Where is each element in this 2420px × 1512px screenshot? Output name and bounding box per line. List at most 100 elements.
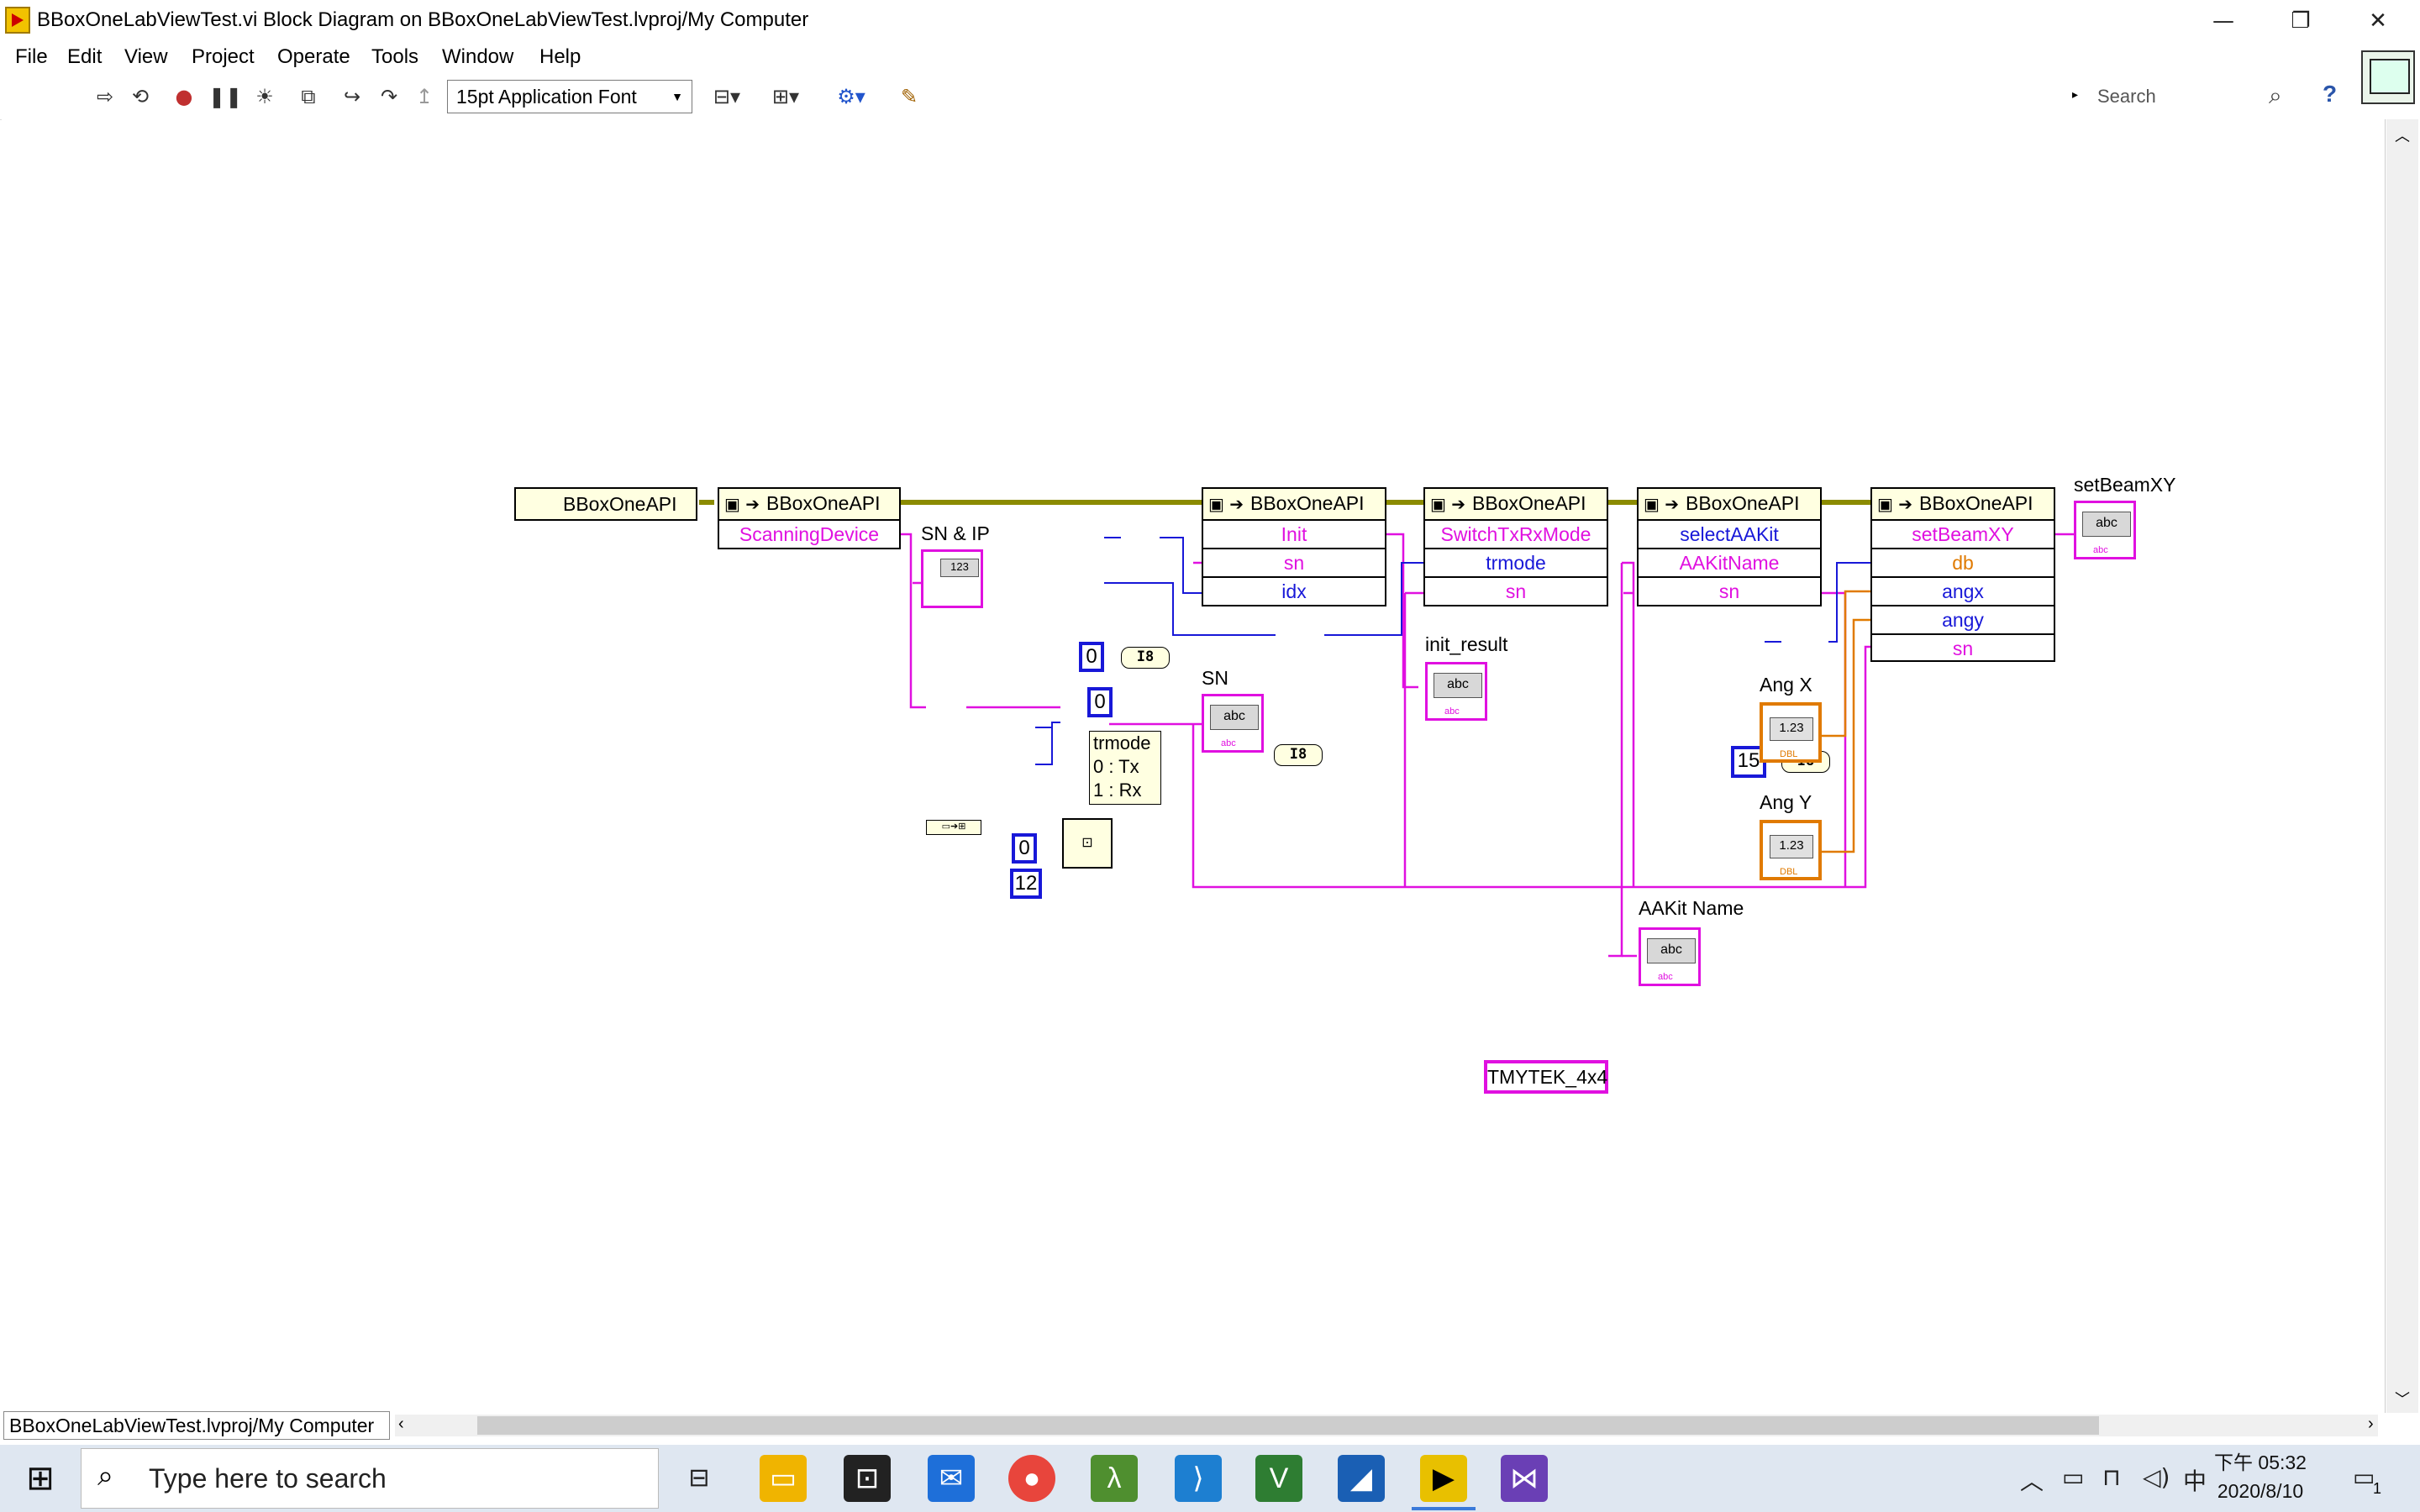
vim-icon[interactable]: V (1255, 1455, 1302, 1502)
constant-zero-b[interactable]: 0 (1087, 687, 1113, 717)
task-view-icon[interactable]: ⊟ (688, 1464, 710, 1492)
run-arrow-icon[interactable]: ⇨ (96, 85, 114, 108)
trmode-comment-line-1: trmode (1093, 732, 1151, 753)
search-expand-icon[interactable]: ▸ (2072, 87, 2079, 101)
highlight-execution-icon[interactable]: ☀ (255, 85, 274, 108)
labview-app-icon (5, 7, 30, 34)
select-node-method: selectAAKit (1639, 519, 1820, 548)
distribute-objects-icon[interactable]: ⊞▾ (771, 85, 800, 108)
menu-edit[interactable]: Edit (67, 45, 103, 68)
lambda-app-icon[interactable]: λ (1091, 1455, 1138, 1502)
menu-tools[interactable]: Tools (371, 45, 419, 68)
minimize-button[interactable]: — (2212, 8, 2234, 34)
windows-start-icon[interactable]: ⊞ (26, 1460, 55, 1497)
pause-icon[interactable]: ❚❚ (208, 85, 243, 108)
block-diagram-canvas[interactable]: BBoxOneAPI BBoxOneAPI ScanningDevice BBo… (2, 119, 2386, 1413)
sn-indicator[interactable]: abc abc (1202, 694, 1264, 753)
init-node-param-idx: idx (1203, 576, 1385, 605)
select-aakit-node[interactable]: BBoxOneAPI selectAAKit AAKitName sn (1637, 487, 1822, 606)
wireshark-icon[interactable]: ◢ (1338, 1455, 1385, 1502)
constant-zero-c[interactable]: 0 (1012, 833, 1037, 864)
to-i8-conversion-b[interactable]: I8 (1274, 744, 1323, 766)
ime-indicator[interactable]: 中 (2183, 1467, 2207, 1495)
unbundle-node[interactable]: ▭➔⊞ (926, 820, 981, 835)
switch-node-param-sn: sn (1425, 576, 1607, 605)
tray-overflow-icon[interactable]: ︿ (2020, 1467, 2044, 1495)
abort-icon[interactable]: ● (175, 85, 193, 108)
mail-icon[interactable]: ✉ (928, 1455, 975, 1502)
beam-node-title: BBoxOneAPI (1872, 489, 2054, 521)
visual-studio-icon[interactable]: ⋈ (1501, 1455, 1548, 1502)
file-explorer-icon[interactable]: ▭ (760, 1455, 807, 1502)
constant-twelve[interactable]: 12 (1010, 869, 1042, 899)
notification-count: 1 (2373, 1480, 2382, 1497)
init-node-param-sn: sn (1203, 548, 1385, 576)
step-out-icon[interactable]: ↥ (415, 85, 434, 108)
init-result-label: init_result (1425, 633, 1508, 655)
switch-txrx-mode-node[interactable]: BBoxOneAPI SwitchTxRxMode trmode sn (1423, 487, 1608, 606)
bboxoneapi-constructor-node[interactable]: BBoxOneAPI (514, 487, 697, 521)
restore-button[interactable]: ❐ (2291, 8, 2311, 34)
init-result-display: abc (1434, 673, 1482, 698)
menu-help[interactable]: Help (539, 45, 581, 68)
menu-operate[interactable]: Operate (277, 45, 350, 68)
ang-y-control[interactable]: 1.23 DBL (1760, 820, 1822, 880)
trmode-comment: trmode 0 : Tx 1 : Rx (1089, 731, 1161, 805)
ang-x-control[interactable]: 1.23 DBL (1760, 702, 1822, 763)
trmode-comment-line-2: 0 : Tx (1093, 756, 1139, 777)
network-icon[interactable]: ⊓ (2102, 1463, 2121, 1491)
menu-window[interactable]: Window (442, 45, 514, 68)
cleanup-diagram-icon[interactable]: ✎ (900, 85, 918, 108)
init-result-indicator[interactable]: abc abc (1425, 662, 1487, 721)
run-continuously-icon[interactable]: ⟲ (131, 85, 150, 108)
aakit-name-string-constant[interactable]: TMYTEK_4x4 (1484, 1060, 1608, 1094)
scroll-right-icon[interactable]: › (2368, 1415, 2374, 1433)
step-over-icon[interactable]: ↷ (380, 85, 398, 108)
chrome-icon[interactable]: ● (1008, 1455, 1055, 1502)
horizontal-scroll-thumb[interactable] (477, 1416, 2099, 1435)
taskbar-search-input[interactable]: Type here to search (81, 1448, 659, 1509)
menu-view[interactable]: View (124, 45, 168, 68)
battery-icon[interactable]: ▭ (2062, 1463, 2085, 1491)
reorder-icon[interactable]: ⚙▾ (837, 85, 865, 108)
constant-zero-a[interactable]: 0 (1079, 642, 1104, 672)
scanning-device-node[interactable]: BBoxOneAPI ScanningDevice (718, 487, 901, 549)
switch-node-method: SwitchTxRxMode (1425, 519, 1607, 548)
store-icon[interactable]: ⊡ (844, 1455, 891, 1502)
menu-project[interactable]: Project (192, 45, 255, 68)
set-beam-xy-node[interactable]: BBoxOneAPI setBeamXY db angx angy (1870, 487, 2055, 635)
vscode-icon[interactable]: ⟩ (1175, 1455, 1222, 1502)
wires-layer (699, 500, 2075, 958)
menu-bar (0, 42, 2420, 76)
search-input[interactable]: Search (2097, 86, 2156, 107)
title-bar (0, 0, 2420, 42)
active-app-indicator (1412, 1507, 1476, 1510)
volume-icon[interactable]: ◁) (2143, 1463, 2170, 1491)
ang-y-display: 1.23 (1770, 835, 1813, 858)
beam-node-method: setBeamXY (1872, 519, 2054, 548)
close-button[interactable]: ✕ (2369, 8, 2387, 34)
scroll-left-icon[interactable]: ‹ (398, 1415, 404, 1433)
init-node[interactable]: BBoxOneAPI Init sn idx (1202, 487, 1386, 606)
step-into-icon[interactable]: ↪ (343, 85, 361, 108)
window-title: BBoxOneLabViewTest.vi Block Diagram on B… (37, 8, 809, 31)
sn-ip-array-indicator[interactable]: 123 (921, 549, 983, 608)
to-i8-conversion-a[interactable]: I8 (1121, 647, 1170, 669)
search-icon[interactable]: ⌕ (2269, 82, 2282, 108)
labview-taskbar-icon[interactable]: ▶ (1420, 1455, 1467, 1502)
ang-x-display: 1.23 (1770, 717, 1813, 741)
vertical-scrollbar[interactable] (2386, 119, 2418, 1413)
notification-icon[interactable]: ▭ (2353, 1463, 2375, 1491)
menu-file[interactable]: File (15, 45, 48, 68)
taskbar-clock[interactable]: 下午 05:32 2020/8/10 (2210, 1448, 2311, 1505)
setbeam-indicator[interactable]: abc abc (2074, 501, 2136, 559)
retain-wire-values-icon[interactable]: ⧉ (301, 85, 316, 108)
string-subset-function[interactable]: ⊡ (1062, 818, 1113, 869)
aakit-name-indicator[interactable]: abc abc (1639, 927, 1701, 986)
align-objects-icon[interactable]: ⊟▾ (713, 85, 741, 108)
scroll-down-icon[interactable]: ﹀ (2395, 1391, 2410, 1408)
scroll-up-icon[interactable]: ︿ (2395, 128, 2410, 144)
beam-node-param-angy: angy (1872, 605, 2054, 633)
font-dropdown[interactable]: 15pt Application Font▼ (447, 80, 692, 113)
context-help-icon[interactable]: ? (2323, 81, 2338, 107)
